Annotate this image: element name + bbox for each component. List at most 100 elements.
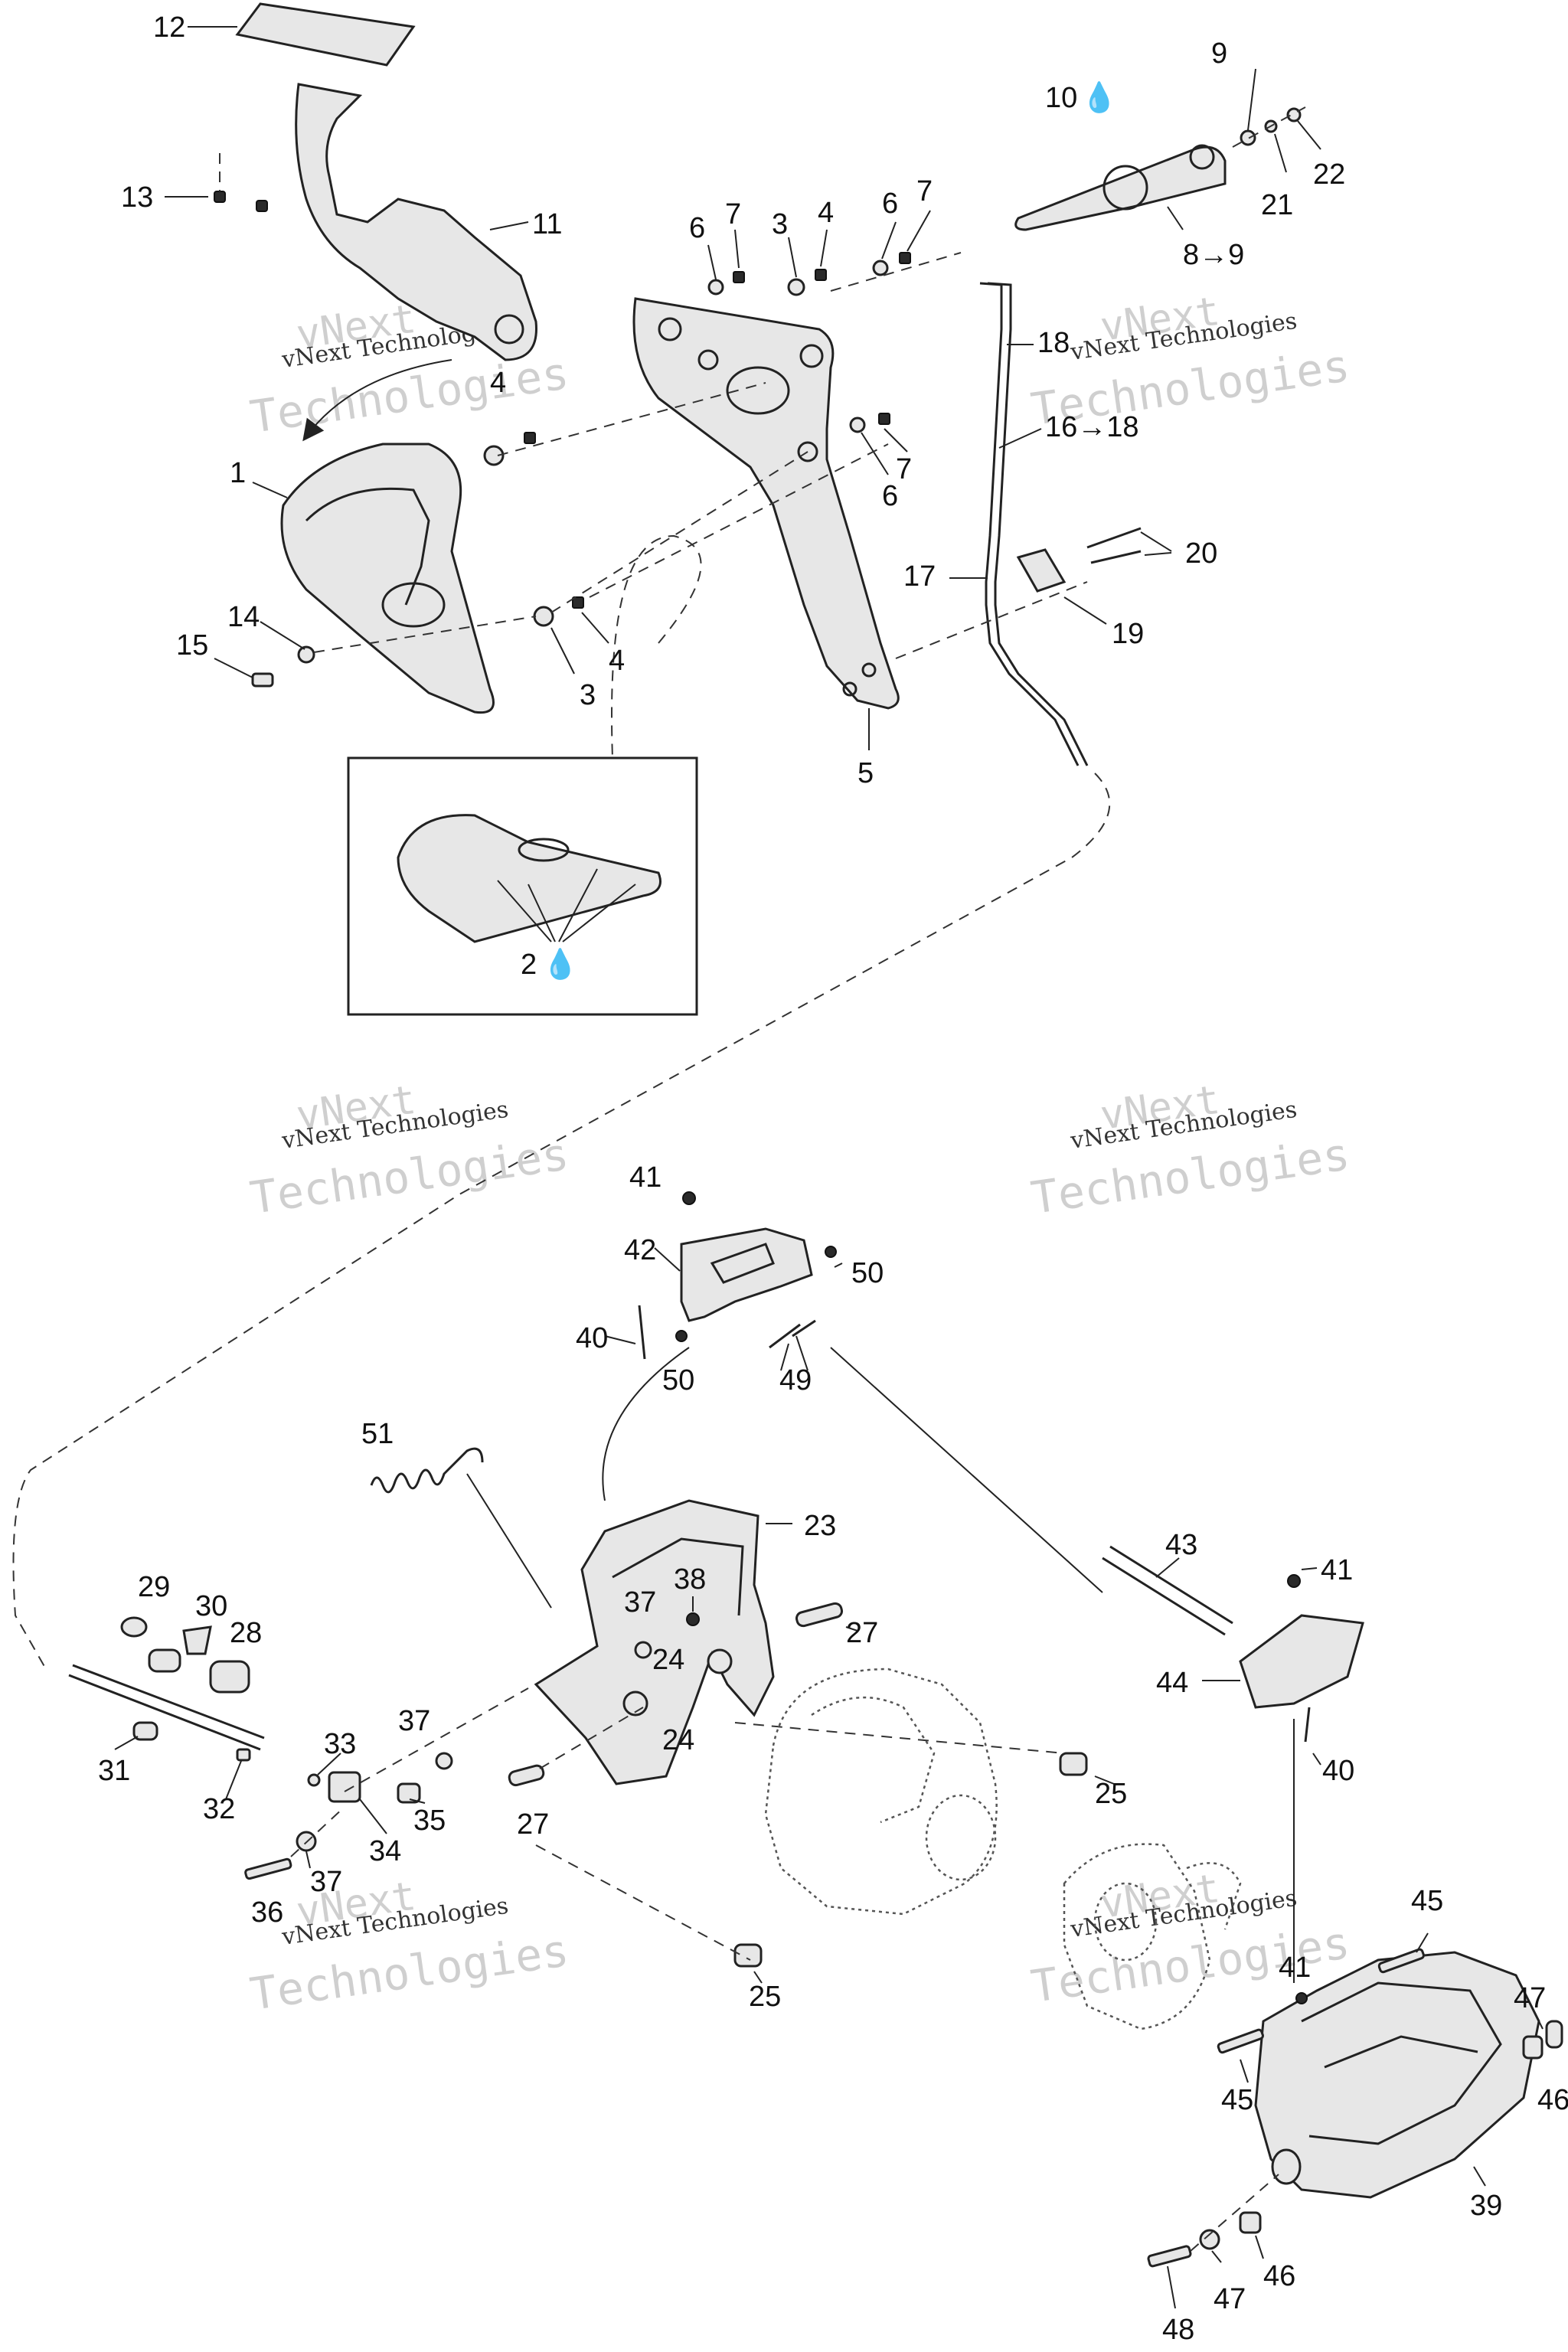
callout-14: 14 (227, 601, 260, 633)
callout-43: 43 (1165, 1529, 1197, 1561)
callout-10: 10 (1045, 82, 1077, 114)
callout-50: 50 (851, 1257, 884, 1289)
callout-1: 1 (230, 457, 246, 489)
callout-11: 11 (532, 208, 562, 240)
callout-27: 27 (517, 1808, 549, 1841)
callout-47: 47 (1214, 2283, 1246, 2315)
callout-2: 2 (521, 949, 537, 981)
callout-51: 51 (361, 1418, 394, 1450)
callout-41: 41 (1321, 1554, 1353, 1586)
yoke-23 (534, 1347, 792, 1785)
callout-12: 12 (153, 11, 185, 44)
callout-38: 38 (674, 1563, 706, 1596)
callout-34: 34 (369, 1835, 401, 1867)
callout-16-18: 16→18 (1045, 411, 1139, 443)
pedal-cover-part (252, 359, 495, 714)
callout-13: 13 (121, 181, 153, 214)
callout-30: 30 (195, 1590, 227, 1622)
hardware-lower-cluster (214, 382, 889, 688)
callout-9: 9 (1211, 38, 1227, 70)
mounting-plate-19 (895, 527, 1172, 659)
oil-drop-icon: 💧 (1081, 80, 1117, 114)
spacers-25 (535, 1722, 1115, 1984)
bracket-plate-part (632, 297, 900, 750)
callout-41: 41 (1279, 1952, 1311, 1984)
oil-drop-icon: 💧 (542, 947, 578, 981)
callout-27: 27 (846, 1617, 878, 1649)
callout-6: 6 (882, 480, 898, 512)
callout-3: 3 (772, 208, 788, 240)
pedal-arm-part (295, 83, 537, 361)
spring-51 (370, 1447, 552, 1609)
callout-29: 29 (138, 1571, 170, 1603)
bushings-left (68, 1616, 529, 1834)
callout-37: 37 (624, 1586, 656, 1619)
callout-4: 4 (818, 197, 834, 229)
upper-bracket-42 (604, 1191, 843, 1371)
callout-45: 45 (1411, 1885, 1443, 1917)
callout-25: 25 (1095, 1778, 1127, 1810)
callout-28: 28 (230, 1617, 262, 1649)
hardware-top-cluster (707, 210, 962, 475)
detail-inset-box (347, 756, 698, 1016)
yoke-hardware (508, 1596, 858, 1787)
lower-bracket-44 (1202, 1567, 1364, 1983)
throttle-lever-part (1014, 68, 1321, 231)
watermark-bottom-left: vNext Technologies vNext Technologies (247, 1873, 571, 2020)
callout-4: 4 (490, 367, 506, 399)
callout-18: 18 (1037, 327, 1070, 359)
callout-32: 32 (203, 1793, 235, 1825)
callout-50: 50 (662, 1364, 694, 1396)
guard-hardware (1147, 1932, 1563, 2309)
callout-7: 7 (725, 198, 741, 230)
callout-22: 22 (1313, 158, 1345, 191)
callout-15: 15 (176, 629, 208, 662)
callout-48: 48 (1162, 2314, 1194, 2346)
screws-13 (165, 153, 268, 212)
callout-40: 40 (576, 1322, 608, 1354)
callout-37: 37 (398, 1705, 430, 1737)
watermark-middle-left: vNext Technologies vNext Technologies (247, 1077, 571, 1224)
callout-45: 45 (1221, 2084, 1253, 2116)
callout-24: 24 (652, 1644, 684, 1676)
transmission-housing-outline (764, 1668, 1242, 2030)
callout-40: 40 (1322, 1755, 1354, 1787)
callout-49: 49 (779, 1364, 812, 1396)
callout-37: 37 (310, 1866, 342, 1898)
callout-24: 24 (662, 1724, 694, 1756)
callout-47: 47 (1514, 1982, 1546, 2014)
callout-7: 7 (896, 453, 912, 485)
callout-21: 21 (1261, 189, 1293, 221)
callout-33: 33 (324, 1728, 356, 1760)
callout-6: 6 (689, 212, 705, 244)
callout-17: 17 (903, 560, 936, 593)
callout-36: 36 (251, 1896, 283, 1929)
pedal-pad-part (188, 2, 416, 67)
callout-3: 3 (580, 679, 596, 711)
callout-6: 6 (882, 188, 898, 220)
callout-5: 5 (858, 757, 874, 789)
link-rod-43 (830, 1347, 1233, 1636)
cable-part (12, 282, 1111, 1670)
callout-10-group: 10 💧 (1045, 80, 1117, 114)
watermark-bottom-right: vNext Technologies vNext Technologies (1027, 1866, 1352, 2013)
callout-7: 7 (916, 175, 933, 207)
callout-46: 46 (1263, 2260, 1295, 2292)
callout-42: 42 (624, 1234, 656, 1266)
bolt-36-37 (244, 1806, 345, 1880)
guard-39 (1254, 1951, 1540, 2199)
callout-39: 39 (1470, 2190, 1502, 2222)
callout-25: 25 (749, 1981, 781, 2013)
callout-labels: 12 13 11 4 1 14 15 6 7 3 4 6 7 9 10 💧 21… (98, 11, 1568, 2346)
callout-8-9: 8→9 (1183, 239, 1244, 271)
callout-46: 46 (1537, 2084, 1568, 2116)
callout-2-group: 2 💧 (521, 947, 578, 981)
callout-35: 35 (413, 1805, 446, 1837)
callout-41: 41 (629, 1161, 662, 1194)
callout-31: 31 (98, 1755, 130, 1787)
callout-44: 44 (1156, 1667, 1188, 1699)
callout-23: 23 (804, 1510, 836, 1542)
callout-20: 20 (1185, 537, 1217, 570)
callout-19: 19 (1112, 618, 1144, 650)
